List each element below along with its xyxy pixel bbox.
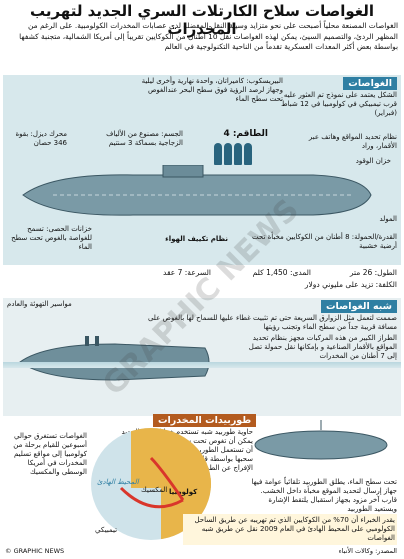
route-arrows xyxy=(119,456,185,509)
route-map: المحيط الهادئ المكسيك كولومبيا xyxy=(91,428,211,540)
body-label: الجسم: مصنوع من الألياف الزجاجية بسماكة … xyxy=(106,130,183,147)
colombia-label: كولومبيا xyxy=(169,488,198,496)
ac-label: نظام تكييف الهواء xyxy=(165,235,228,243)
tumaco-label: تيمبيكي xyxy=(95,526,118,534)
crew-member-icon xyxy=(234,143,242,165)
estimate-note: يقدر الخبراء أن 70% من الكوكايين الذي تم… xyxy=(183,514,397,545)
crew-member-icon xyxy=(214,143,222,165)
submarine-panel: الغواصات الشكل يعتمد على نموذج تم العثور… xyxy=(3,75,401,265)
capacity-label: القدرة/الحمولة: 8 أطنان من الكوكايين مخب… xyxy=(252,233,397,250)
source-label: المصدر: وكالات الأنباء xyxy=(338,547,397,555)
page-title: الغواصات سلاح الكارتلات السري الجديد لته… xyxy=(29,2,375,38)
mexico-label: المكسيك xyxy=(141,486,168,494)
crew-member-icon xyxy=(244,143,252,165)
engine-label: محرك ديزل: بقوة 346 حصان xyxy=(15,130,68,147)
brand-label: © GRAPHIC NEWS xyxy=(5,547,65,555)
speed-stat: السرعة: 7 عقد xyxy=(163,268,211,277)
nav-label: نظام تحديد المواقع وهاتف عبر الأقمار، ور… xyxy=(308,133,397,150)
torpedo-panel: طوربيدات المخدرات حاوية طوربيد شبه تستخد… xyxy=(3,414,401,546)
submarine-header: الغواصات xyxy=(343,77,397,90)
model-note: الطراز الكبير من هذه المركبات مجهز بنظام… xyxy=(248,334,397,360)
ballast-label: خزانات الحصى: تسمح للغواصة بالغوص تحت سط… xyxy=(11,225,92,251)
found-note: الشكل يعتمد على نموذج تم العثور عليه قرب… xyxy=(281,91,397,117)
torpedo-illustration xyxy=(254,420,388,460)
pacific-label: المحيط الهادئ xyxy=(97,478,139,486)
periscope-label: البيريسكوب: كاميراتان، واحدة نهارية وأخر… xyxy=(141,77,283,103)
stats-row: الطول: 26 متر المدى: 1,450 كلم السرعة: 7… xyxy=(3,266,401,294)
intro-text: الغواصات المصنعة محلياً أصبحت على نحو مت… xyxy=(19,21,398,51)
footer: © GRAPHIC NEWS المصدر: وكالات الأنباء xyxy=(3,546,401,558)
crew-icons xyxy=(213,143,253,169)
pipes-label: مواسير التهوئة والعادم xyxy=(7,300,72,308)
submarine-illustration xyxy=(22,165,372,216)
semi-submersible-panel: شبه الغواصات صممت لتعمل مثل الزوارق السر… xyxy=(3,298,401,416)
crew-member-icon xyxy=(224,143,232,165)
route-note: الغواصات تستغرق حوالي أسبوعين للقيام برح… xyxy=(13,432,87,476)
generator-label: المولد xyxy=(379,215,397,223)
semi-header: شبه الغواصات xyxy=(321,300,397,313)
torpedo-release-note: تحت سطح الماء، يطلق الطوربيد تلقائياً عو… xyxy=(251,478,397,513)
cost-stat: الكلفة: تزيد على مليوني دولار xyxy=(304,280,397,289)
crew-label: الطاقم: 4 xyxy=(223,129,268,139)
semi-desc: صممت لتعمل مثل الزوارق السريعة حتى تم تث… xyxy=(147,314,397,331)
range-stat: المدى: 1,450 كلم xyxy=(252,268,311,277)
fuel-label: خزان الوقود xyxy=(355,157,391,165)
torpedo-header: طوربيدات المخدرات xyxy=(153,414,257,427)
water-line xyxy=(3,362,401,368)
length-stat: الطول: 26 متر xyxy=(349,268,397,277)
